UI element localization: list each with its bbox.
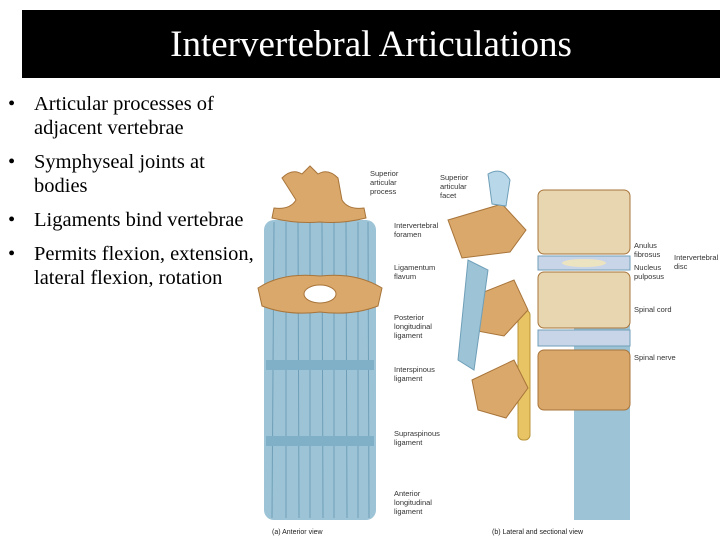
caption-anterior: (a) Anterior view: [272, 529, 324, 536]
vertebral-body: [537, 349, 631, 411]
interspinous-ligament-shape: [457, 259, 489, 371]
intervertebral-disc: [537, 329, 631, 347]
label-anterior-longitudinal-ligament: Anterior longitudinal ligament: [394, 489, 432, 516]
svg-text:Superior: Superior: [370, 169, 399, 178]
bullet-item: • Ligaments bind vertebrae: [8, 208, 258, 232]
label-intervertebral-disc: Intervertebral disc: [674, 253, 719, 271]
caption-lateral: (b) Lateral and sectional view: [492, 529, 584, 536]
label-supraspinous-ligament: Supraspinous ligament: [394, 429, 440, 447]
svg-text:Anterior: Anterior: [394, 489, 421, 498]
nucleus-pulposus-shape: [562, 259, 606, 267]
vertebral-body: [537, 189, 631, 255]
vertebra-top: [271, 165, 367, 223]
label-superior-articular-process: Superior articular process: [370, 169, 399, 196]
svg-text:longitudinal: longitudinal: [394, 322, 432, 331]
svg-text:facet: facet: [440, 191, 457, 200]
label-posterior-longitudinal-ligament: Posterior longitudinal ligament: [394, 313, 432, 340]
svg-text:longitudinal: longitudinal: [394, 498, 432, 507]
svg-text:foramen: foramen: [394, 230, 422, 239]
svg-text:ligament: ligament: [394, 374, 423, 383]
title-bar: Intervertebral Articulations: [22, 10, 720, 78]
svg-text:disc: disc: [674, 262, 688, 271]
svg-text:articular: articular: [440, 182, 467, 191]
label-intervertebral-foramen: Intervertebral foramen: [394, 221, 439, 239]
label-spinal-nerve: Spinal nerve: [634, 353, 676, 362]
svg-text:Superior: Superior: [440, 173, 469, 182]
svg-text:process: process: [370, 187, 397, 196]
svg-text:ligament: ligament: [394, 331, 423, 340]
svg-text:Intervertebral: Intervertebral: [674, 253, 719, 262]
bullet-text: Articular processes of adjacent vertebra…: [34, 93, 214, 139]
vertebral-body: [537, 271, 631, 329]
svg-text:pulposus: pulposus: [634, 272, 664, 281]
bullet-item: • Articular processes of adjacent vertebr…: [8, 92, 258, 140]
svg-text:ligament: ligament: [394, 438, 423, 447]
lateral-view: Superior articular process Superior arti…: [370, 169, 719, 536]
label-spinal-cord: Spinal cord: [634, 305, 672, 314]
svg-text:Nucleus: Nucleus: [634, 263, 661, 272]
bullet-list: • Articular processes of adjacent vertebr…: [8, 92, 258, 300]
svg-text:Posterior: Posterior: [394, 313, 425, 322]
label-ligamentum-flavum: Ligamentum flavum: [394, 263, 435, 281]
label-nucleus-pulposus: Nucleus pulposus: [634, 263, 664, 281]
spine-illustration: (a) Anterior view Superior articular pro…: [257, 165, 719, 536]
superior-articular-facet-shape: [487, 170, 511, 207]
label-interspinous-ligament: Interspinous ligament: [394, 365, 435, 383]
bullet-item: • Symphyseal joints at bodies: [8, 150, 258, 198]
label-anulus-fibrosus: Anulus fibrosus: [634, 241, 661, 259]
svg-text:Supraspinous: Supraspinous: [394, 429, 440, 438]
posterior-arch: [471, 359, 529, 419]
svg-text:Ligamentum: Ligamentum: [394, 263, 435, 272]
bullet-text: Symphyseal joints at bodies: [34, 151, 205, 197]
bullet-dot: •: [8, 243, 16, 265]
svg-text:flavum: flavum: [394, 272, 416, 281]
slide-title: Intervertebral Articulations: [170, 23, 572, 65]
label-superior-articular-facet: Superior articular facet: [440, 173, 469, 200]
bullet-dot: •: [8, 93, 16, 115]
svg-text:articular: articular: [370, 178, 397, 187]
disc-band: [266, 360, 374, 370]
bullet-dot: •: [8, 151, 16, 173]
bullet-dot: •: [8, 209, 16, 231]
disc-band: [266, 436, 374, 446]
posterior-arch: [447, 203, 527, 259]
bullet-text: Ligaments bind vertebrae: [34, 209, 244, 231]
svg-text:Anulus: Anulus: [634, 241, 657, 250]
vertebral-canal: [303, 284, 337, 304]
svg-text:Interspinous: Interspinous: [394, 365, 435, 374]
svg-text:fibrosus: fibrosus: [634, 250, 661, 259]
bullet-text: Permits flexion, extension, lateral flex…: [34, 243, 254, 289]
anterior-view: (a) Anterior view: [257, 165, 383, 536]
svg-text:ligament: ligament: [394, 507, 423, 516]
bullet-item: • Permits flexion, extension, lateral fle…: [8, 242, 258, 290]
svg-text:Intervertebral: Intervertebral: [394, 221, 439, 230]
